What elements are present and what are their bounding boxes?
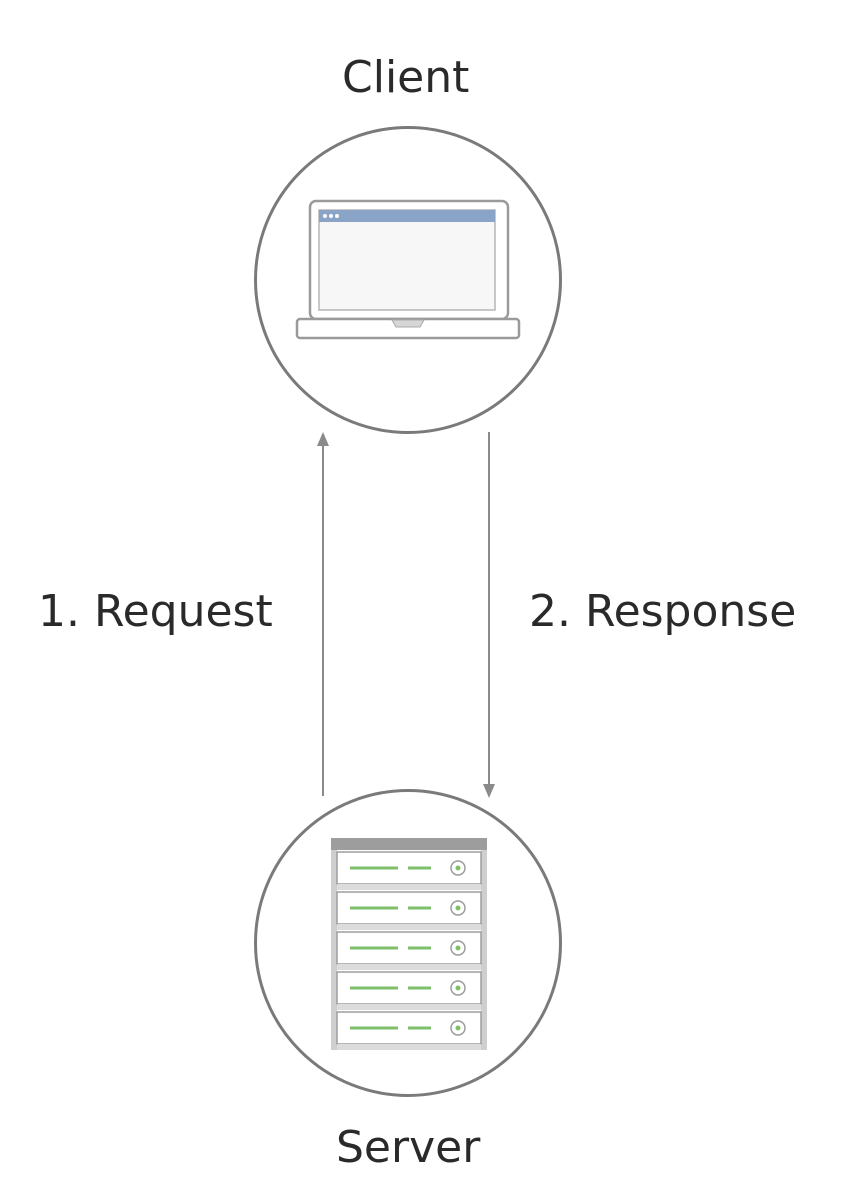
rack-unit bbox=[336, 891, 482, 930]
rack-unit bbox=[336, 931, 482, 970]
response-arrow bbox=[483, 432, 495, 798]
rack-unit bbox=[336, 971, 482, 1010]
rack-unit bbox=[336, 851, 482, 890]
rack-unit bbox=[336, 1011, 482, 1050]
server-label: Server bbox=[336, 1122, 481, 1173]
server-rack-icon bbox=[331, 838, 487, 1050]
request-label: 1. Request bbox=[38, 586, 273, 637]
response-label: 2. Response bbox=[529, 586, 797, 637]
laptop-icon bbox=[295, 199, 521, 340]
request-arrow bbox=[317, 432, 329, 796]
client-label: Client bbox=[342, 52, 470, 103]
